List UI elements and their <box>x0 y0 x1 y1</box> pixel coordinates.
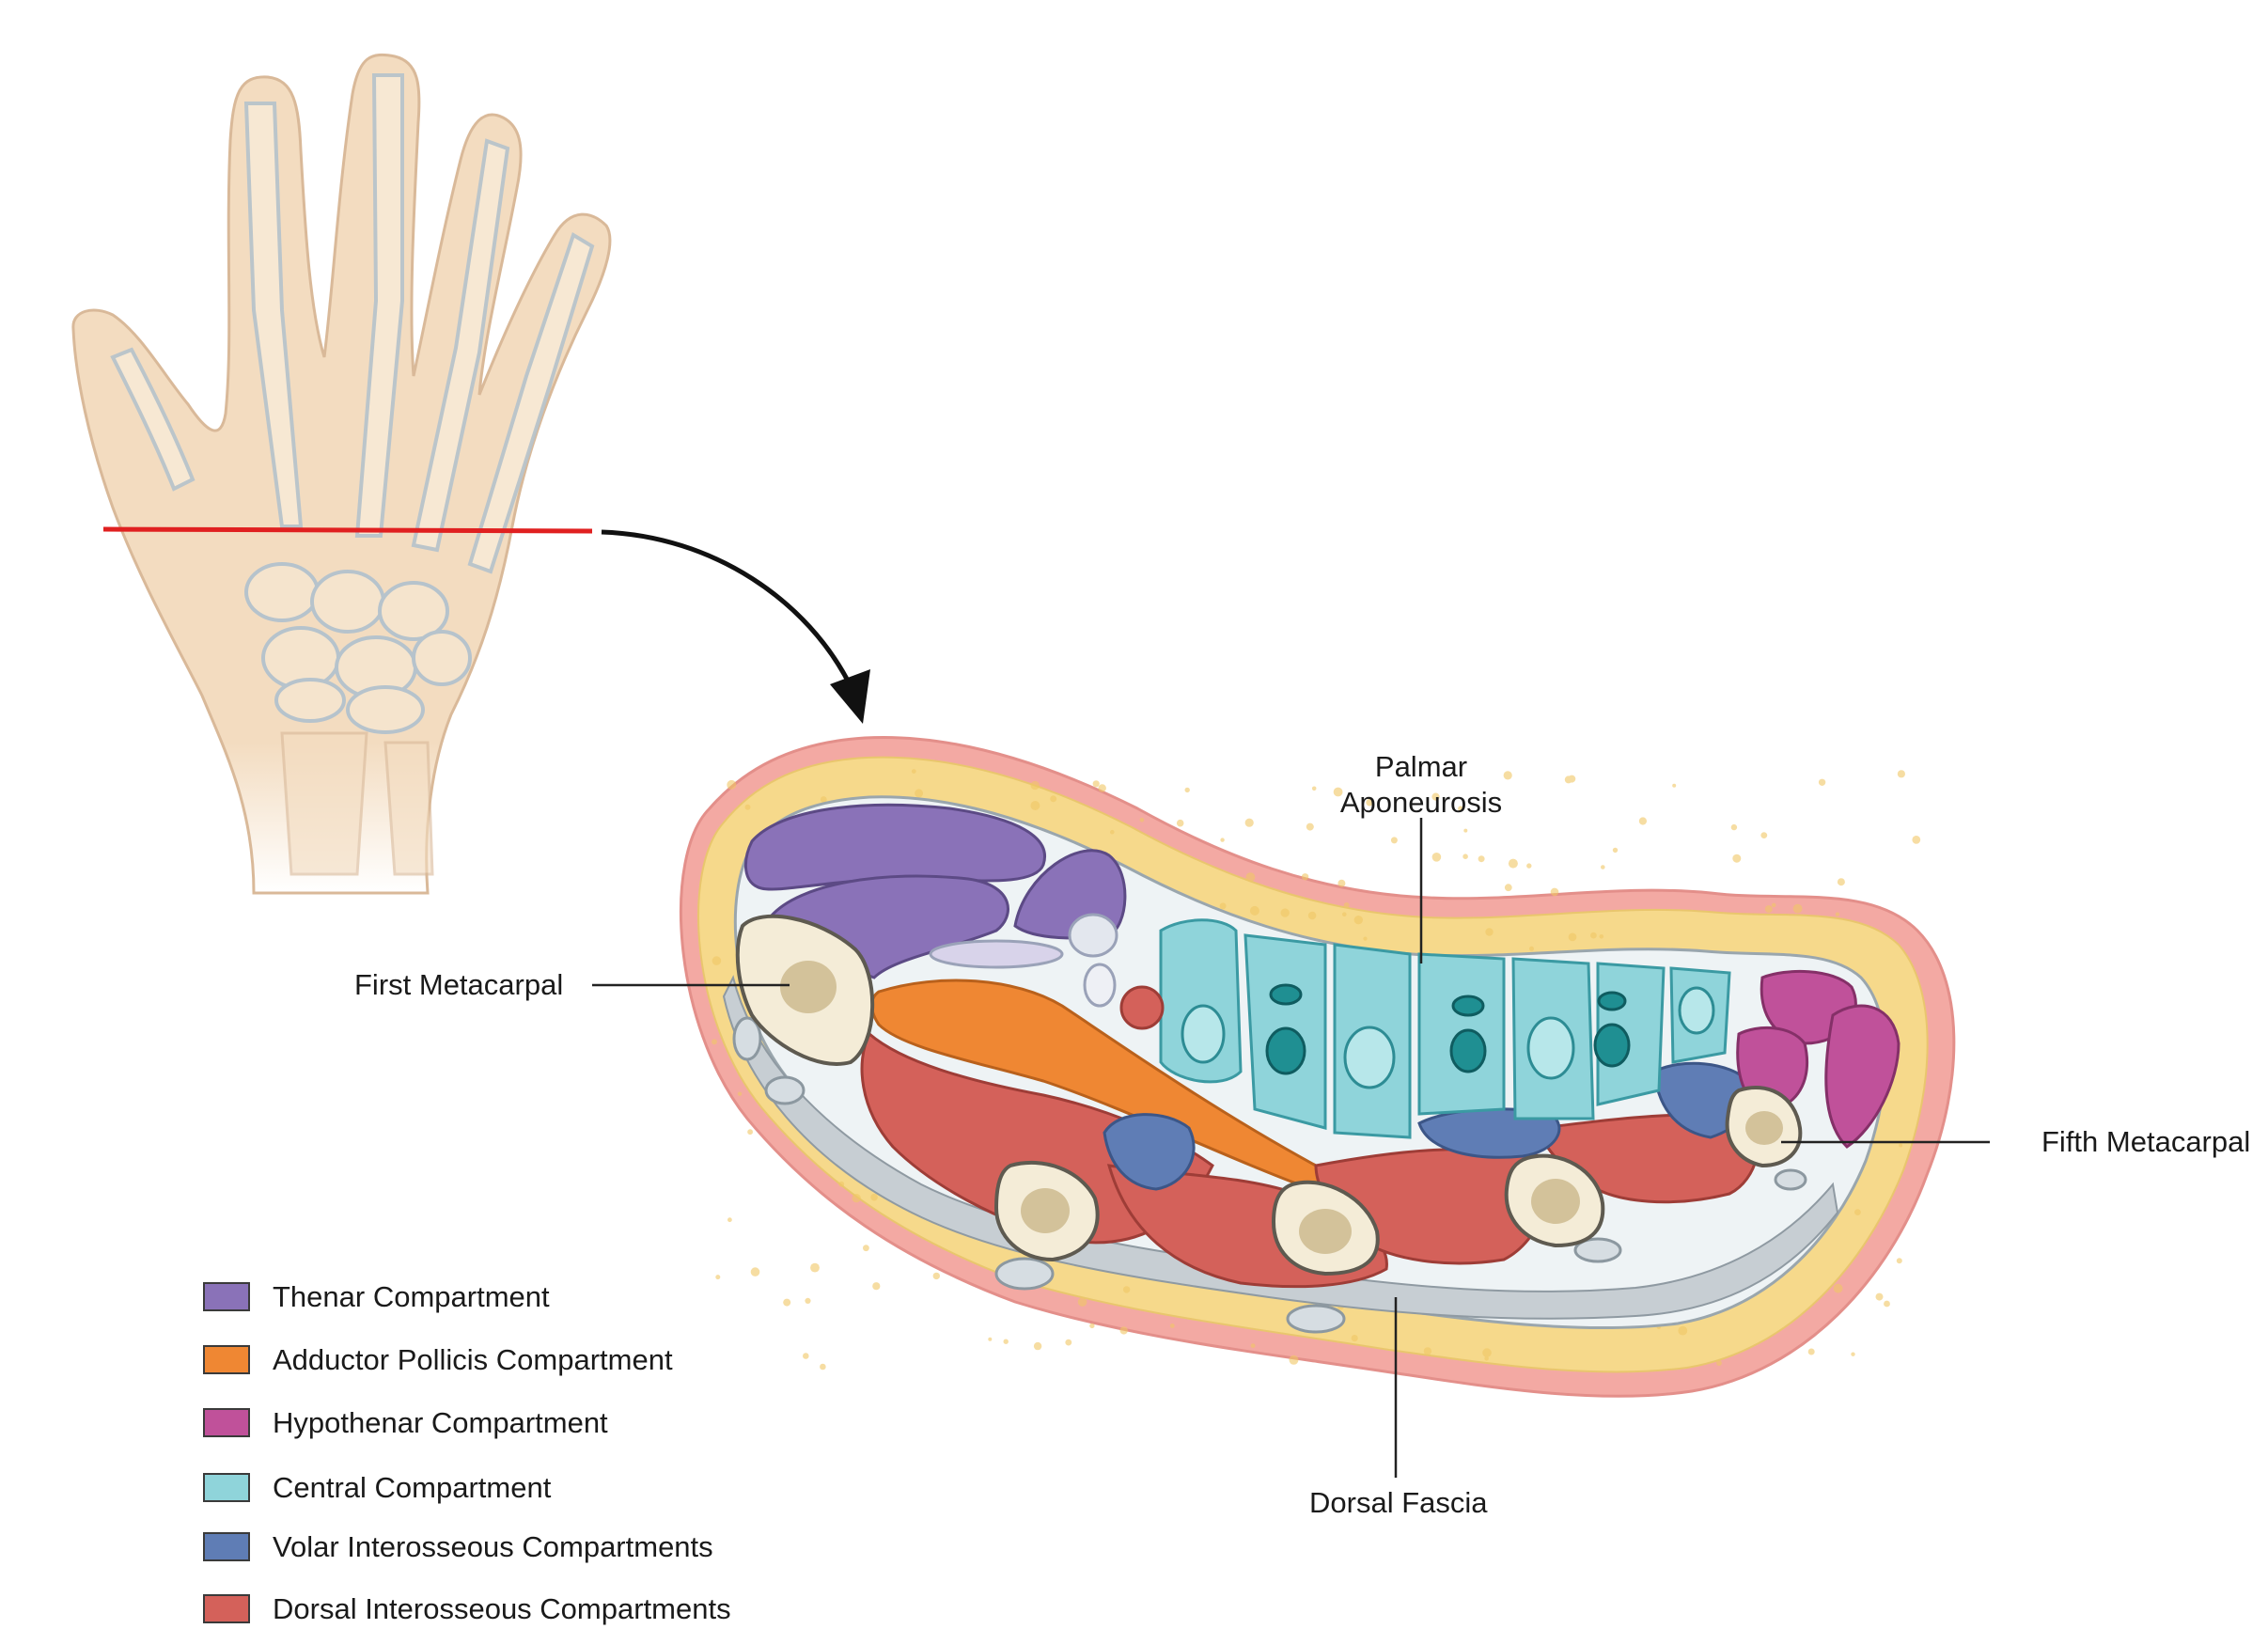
forearm-bones <box>280 731 434 876</box>
leader-lines <box>592 818 1990 1478</box>
cut-line <box>102 526 593 534</box>
central-tendons <box>1181 986 1715 1089</box>
hand-bones <box>110 73 595 574</box>
legend-swatch <box>203 1282 250 1311</box>
legend-label: Central Compartment <box>273 1471 552 1504</box>
carpal-bones <box>244 562 472 734</box>
dorsal-vessels <box>732 1016 1807 1334</box>
artery <box>1119 985 1165 1030</box>
dorsal-fascia-label: Dorsal Fascia <box>1309 1486 1488 1519</box>
legend-label: Volar Interosseous Compartments <box>273 1530 713 1563</box>
first-metacarpal-label: First Metacarpal <box>354 968 564 1001</box>
legend-label: Hypothenar Compartment <box>273 1406 608 1439</box>
bone-marrow <box>780 961 1783 1254</box>
fifth-metacarpal-label: Fifth Metacarpal <box>2041 1125 2251 1158</box>
legend-label: Thenar Compartment <box>273 1280 550 1313</box>
legend-swatch <box>203 1532 250 1561</box>
palmar-aponeurosis-label: Palmar Aponeurosis <box>1327 749 1515 821</box>
legend-swatch <box>203 1473 250 1502</box>
thenar-tendons <box>929 913 1118 1008</box>
legend-swatch <box>203 1594 250 1623</box>
palmar-label-line1: Palmar <box>1374 750 1468 783</box>
legend-label: Adductor Pollicis Compartment <box>273 1343 673 1376</box>
legend-swatch <box>203 1408 250 1437</box>
palmar-label-line2: Aponeurosis <box>1339 786 1503 819</box>
central-nerves <box>1265 983 1631 1075</box>
legend-swatch <box>203 1345 250 1374</box>
legend-label: Dorsal Interosseous Compartments <box>273 1592 731 1625</box>
